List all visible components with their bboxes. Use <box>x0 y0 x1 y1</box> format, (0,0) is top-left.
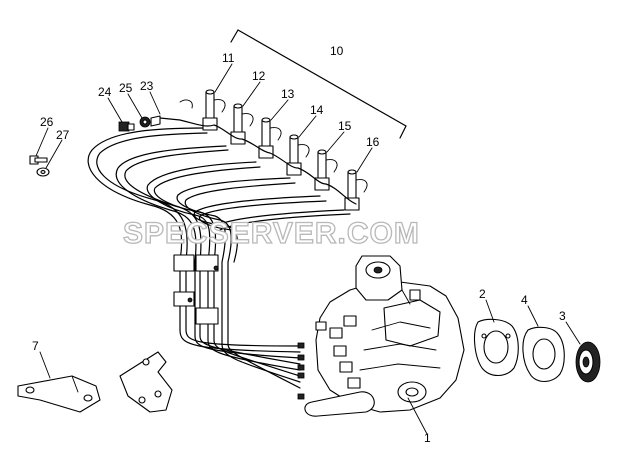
callout-4: 4 <box>521 293 528 307</box>
fuel-injection-lines <box>87 127 351 389</box>
injector-14 <box>286 134 310 176</box>
injection-pump-1 <box>304 255 465 417</box>
callout-16: 16 <box>366 135 380 149</box>
callout-27: 27 <box>56 128 70 142</box>
callout-11: 11 <box>222 51 235 65</box>
callout-2: 2 <box>479 287 486 301</box>
gasket-2 <box>473 318 519 377</box>
bolt-26-washer-27 <box>29 155 50 177</box>
callout-14: 14 <box>310 103 324 117</box>
callout-13: 13 <box>281 87 295 101</box>
injector-13 <box>258 117 282 159</box>
leak-off-tube <box>159 117 357 205</box>
callout-23: 23 <box>140 79 154 93</box>
callout-25: 25 <box>119 81 133 95</box>
callout-26: 26 <box>40 115 54 129</box>
injector-11 <box>202 89 226 131</box>
injector-16 <box>344 169 368 211</box>
gear-3 <box>575 341 601 383</box>
callout-leaders <box>35 63 581 435</box>
line-end-fittings <box>297 342 305 400</box>
injector-12 <box>230 103 254 145</box>
callout-10: 10 <box>330 44 344 58</box>
fittings-23-24-25 <box>118 115 161 132</box>
callout-7: 7 <box>32 339 39 353</box>
plate-4 <box>522 326 565 383</box>
callout-3: 3 <box>559 309 566 323</box>
group-10-bracket <box>230 29 407 139</box>
callout-1: 1 <box>424 431 431 445</box>
line-clamps <box>173 254 219 325</box>
watermark: SPECSERVER.COM <box>123 217 420 250</box>
injector-nozzles <box>202 89 368 211</box>
callout-24: 24 <box>98 85 112 99</box>
mounting-bracket <box>119 351 173 413</box>
callout-15: 15 <box>338 119 352 133</box>
bracket-7 <box>17 375 101 413</box>
callout-labels: 1 2 3 4 7 10 11 12 13 14 15 16 23 24 25 … <box>32 44 566 445</box>
callout-12: 12 <box>252 69 266 83</box>
